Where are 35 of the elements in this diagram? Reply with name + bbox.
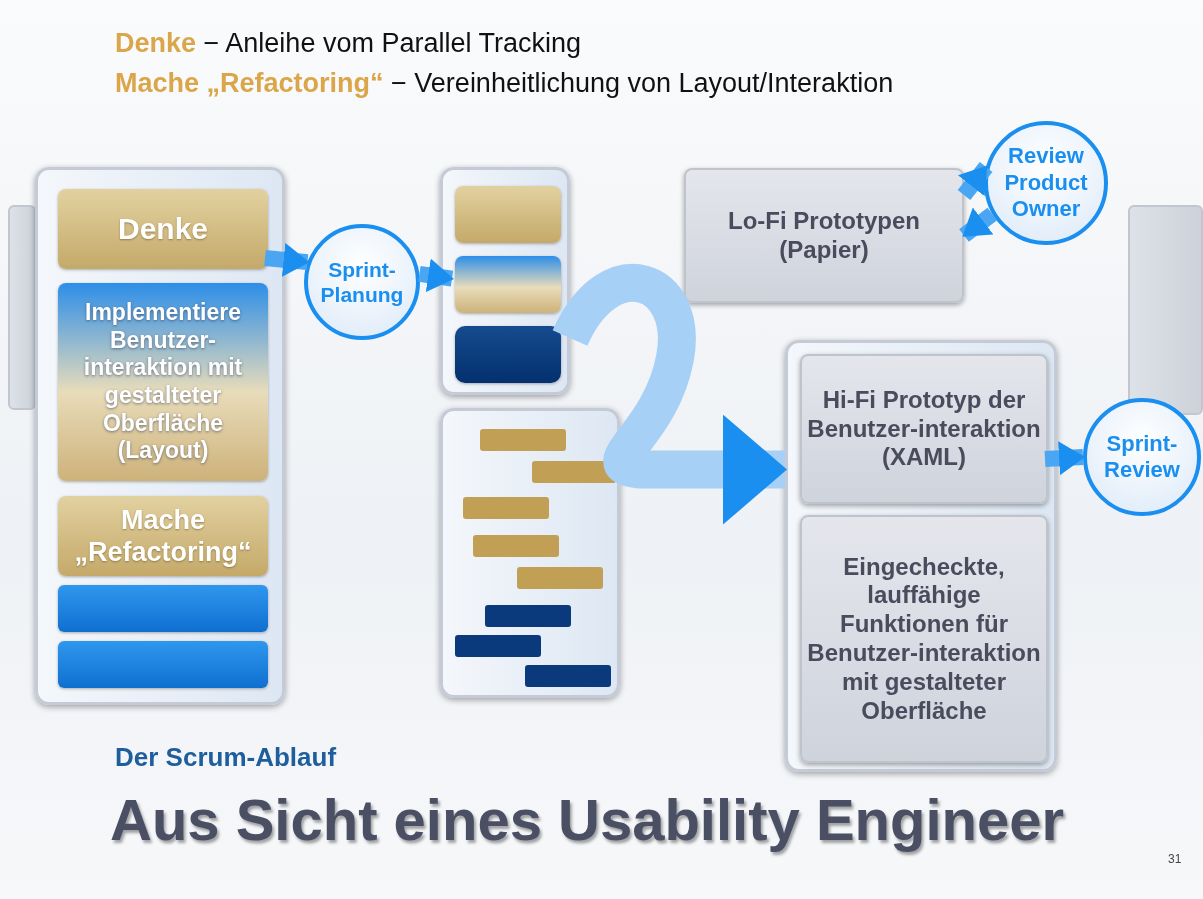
- task-bar: [455, 186, 561, 243]
- panel: [35, 167, 285, 705]
- circle-label: Sprint-Planung: [319, 256, 405, 308]
- task-bar: [58, 283, 268, 481]
- arrow: [959, 207, 998, 242]
- panel: [440, 408, 620, 698]
- arrow: [957, 162, 993, 200]
- process-box: [684, 168, 964, 303]
- title: Aus Sicht eines Usability Engineer: [110, 786, 1065, 853]
- task-bar: [455, 256, 561, 313]
- subtitle: Der Scrum-Ablauf: [115, 742, 337, 773]
- circle-label: Sprint-Review: [1103, 430, 1181, 484]
- page-number: 31: [1168, 852, 1182, 866]
- heading-line: Denke − Anleihe vom Parallel Tracking: [115, 28, 581, 59]
- box-label: Hi-Fi Prototyp der Benutzer-interaktion (XAML): [806, 385, 1042, 473]
- arrow: [1044, 441, 1085, 476]
- panel: [785, 340, 1057, 772]
- arrow: [264, 242, 310, 277]
- task-bar: [455, 326, 561, 383]
- task-bar: [58, 496, 268, 576]
- arrow: [418, 258, 454, 293]
- box-label: Lo-Fi Prototypen (Papier): [727, 206, 921, 265]
- arrow: [553, 264, 787, 525]
- heading-line: Mache „Refactoring“ − Vereinheitlichung von Layout/Interaktion: [115, 68, 894, 99]
- task-label: Denke: [117, 211, 208, 247]
- process-box: [800, 515, 1048, 763]
- box-label: Eingecheckte, lauffähige Funktionen für Benutzer-interaktion mit gestalteter Oberfläche: [806, 552, 1042, 726]
- task-label: Mache „Refactoring“: [73, 503, 253, 569]
- process-box: [800, 354, 1048, 504]
- circle-label: Review Product Owner: [1003, 143, 1089, 223]
- task-label: Implementiere Benutzer-interaktion mit gestalteter Oberfläche (Layout): [82, 299, 244, 465]
- task-bar: [58, 641, 268, 688]
- task-bar: [58, 189, 268, 269]
- panel: [440, 167, 570, 395]
- task-bar: [58, 585, 268, 632]
